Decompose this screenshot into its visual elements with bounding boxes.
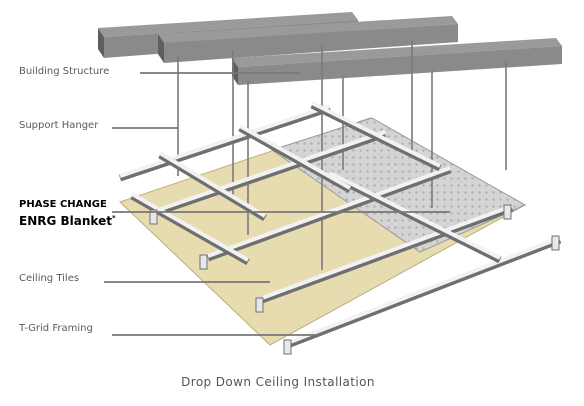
figure-caption: Drop Down Ceiling Installation — [181, 375, 375, 389]
label-phase-change: PHASE CHANGE — [19, 199, 107, 210]
beam-2 — [158, 16, 458, 63]
label-t-grid-framing: T-Grid Framing — [19, 323, 93, 334]
label-ceiling-tiles: Ceiling Tiles — [19, 273, 80, 284]
label-enrg-blanket-mark: * — [111, 214, 116, 222]
label-support-hanger: Support Hanger — [19, 120, 99, 131]
leader-lines — [104, 72, 450, 336]
label-enrg-blanket: ENRG Blanket* — [19, 214, 116, 228]
label-building-structure: Building Structure — [19, 66, 110, 77]
building-structure-beams — [98, 12, 562, 85]
t-grid-framing — [118, 101, 562, 355]
label-enrg-blanket-text: ENRG Blanket — [19, 214, 112, 228]
